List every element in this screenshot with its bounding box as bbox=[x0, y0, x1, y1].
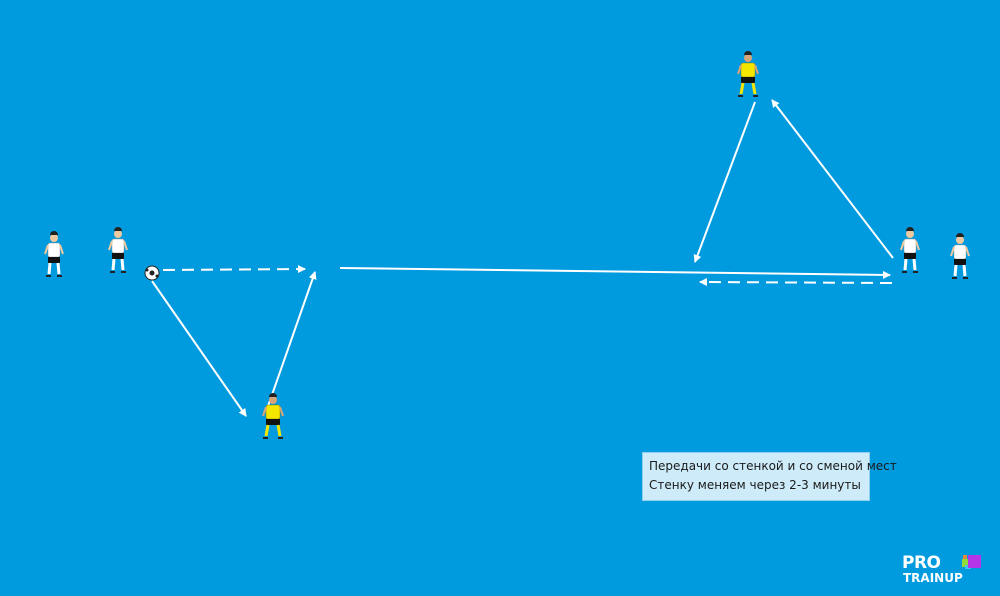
player-yellow-wall-left bbox=[261, 391, 285, 441]
run-arrow-dashed-left bbox=[162, 265, 306, 274]
pass-arrow-to-wall-right bbox=[771, 99, 894, 259]
pass-arrows bbox=[151, 99, 894, 417]
pass-arrow-to-wall-left bbox=[151, 280, 247, 417]
pass-arrow-return-left bbox=[265, 271, 317, 413]
protrainup-logo: PRO TRAINUP bbox=[902, 553, 992, 589]
description-line-1: Передачи со стенкой и со сменой мест bbox=[649, 459, 897, 473]
player-white-kicker bbox=[107, 225, 129, 275]
player-white-right bbox=[899, 225, 921, 275]
drill-description: Передачи со стенкой и со сменой мест Сте… bbox=[642, 452, 897, 501]
logo-trainup-text: TRAINUP bbox=[903, 571, 963, 585]
player-white-waiting-left bbox=[43, 229, 65, 279]
logo-square-purple bbox=[968, 555, 981, 568]
ball-icon bbox=[144, 265, 160, 281]
long-pass-arrow bbox=[339, 267, 891, 279]
run-arrow-dashed-right bbox=[699, 278, 893, 287]
description-line-2: Стенку меняем через 2-3 минуты bbox=[649, 478, 861, 492]
logo-square-orange bbox=[963, 555, 967, 559]
logo-pro-text: PRO bbox=[902, 553, 941, 573]
player-white-waiting-right bbox=[949, 231, 971, 281]
player-yellow-wall-right bbox=[736, 49, 760, 99]
pass-arrow-return-right bbox=[693, 101, 756, 263]
logo-square-green bbox=[962, 559, 969, 567]
